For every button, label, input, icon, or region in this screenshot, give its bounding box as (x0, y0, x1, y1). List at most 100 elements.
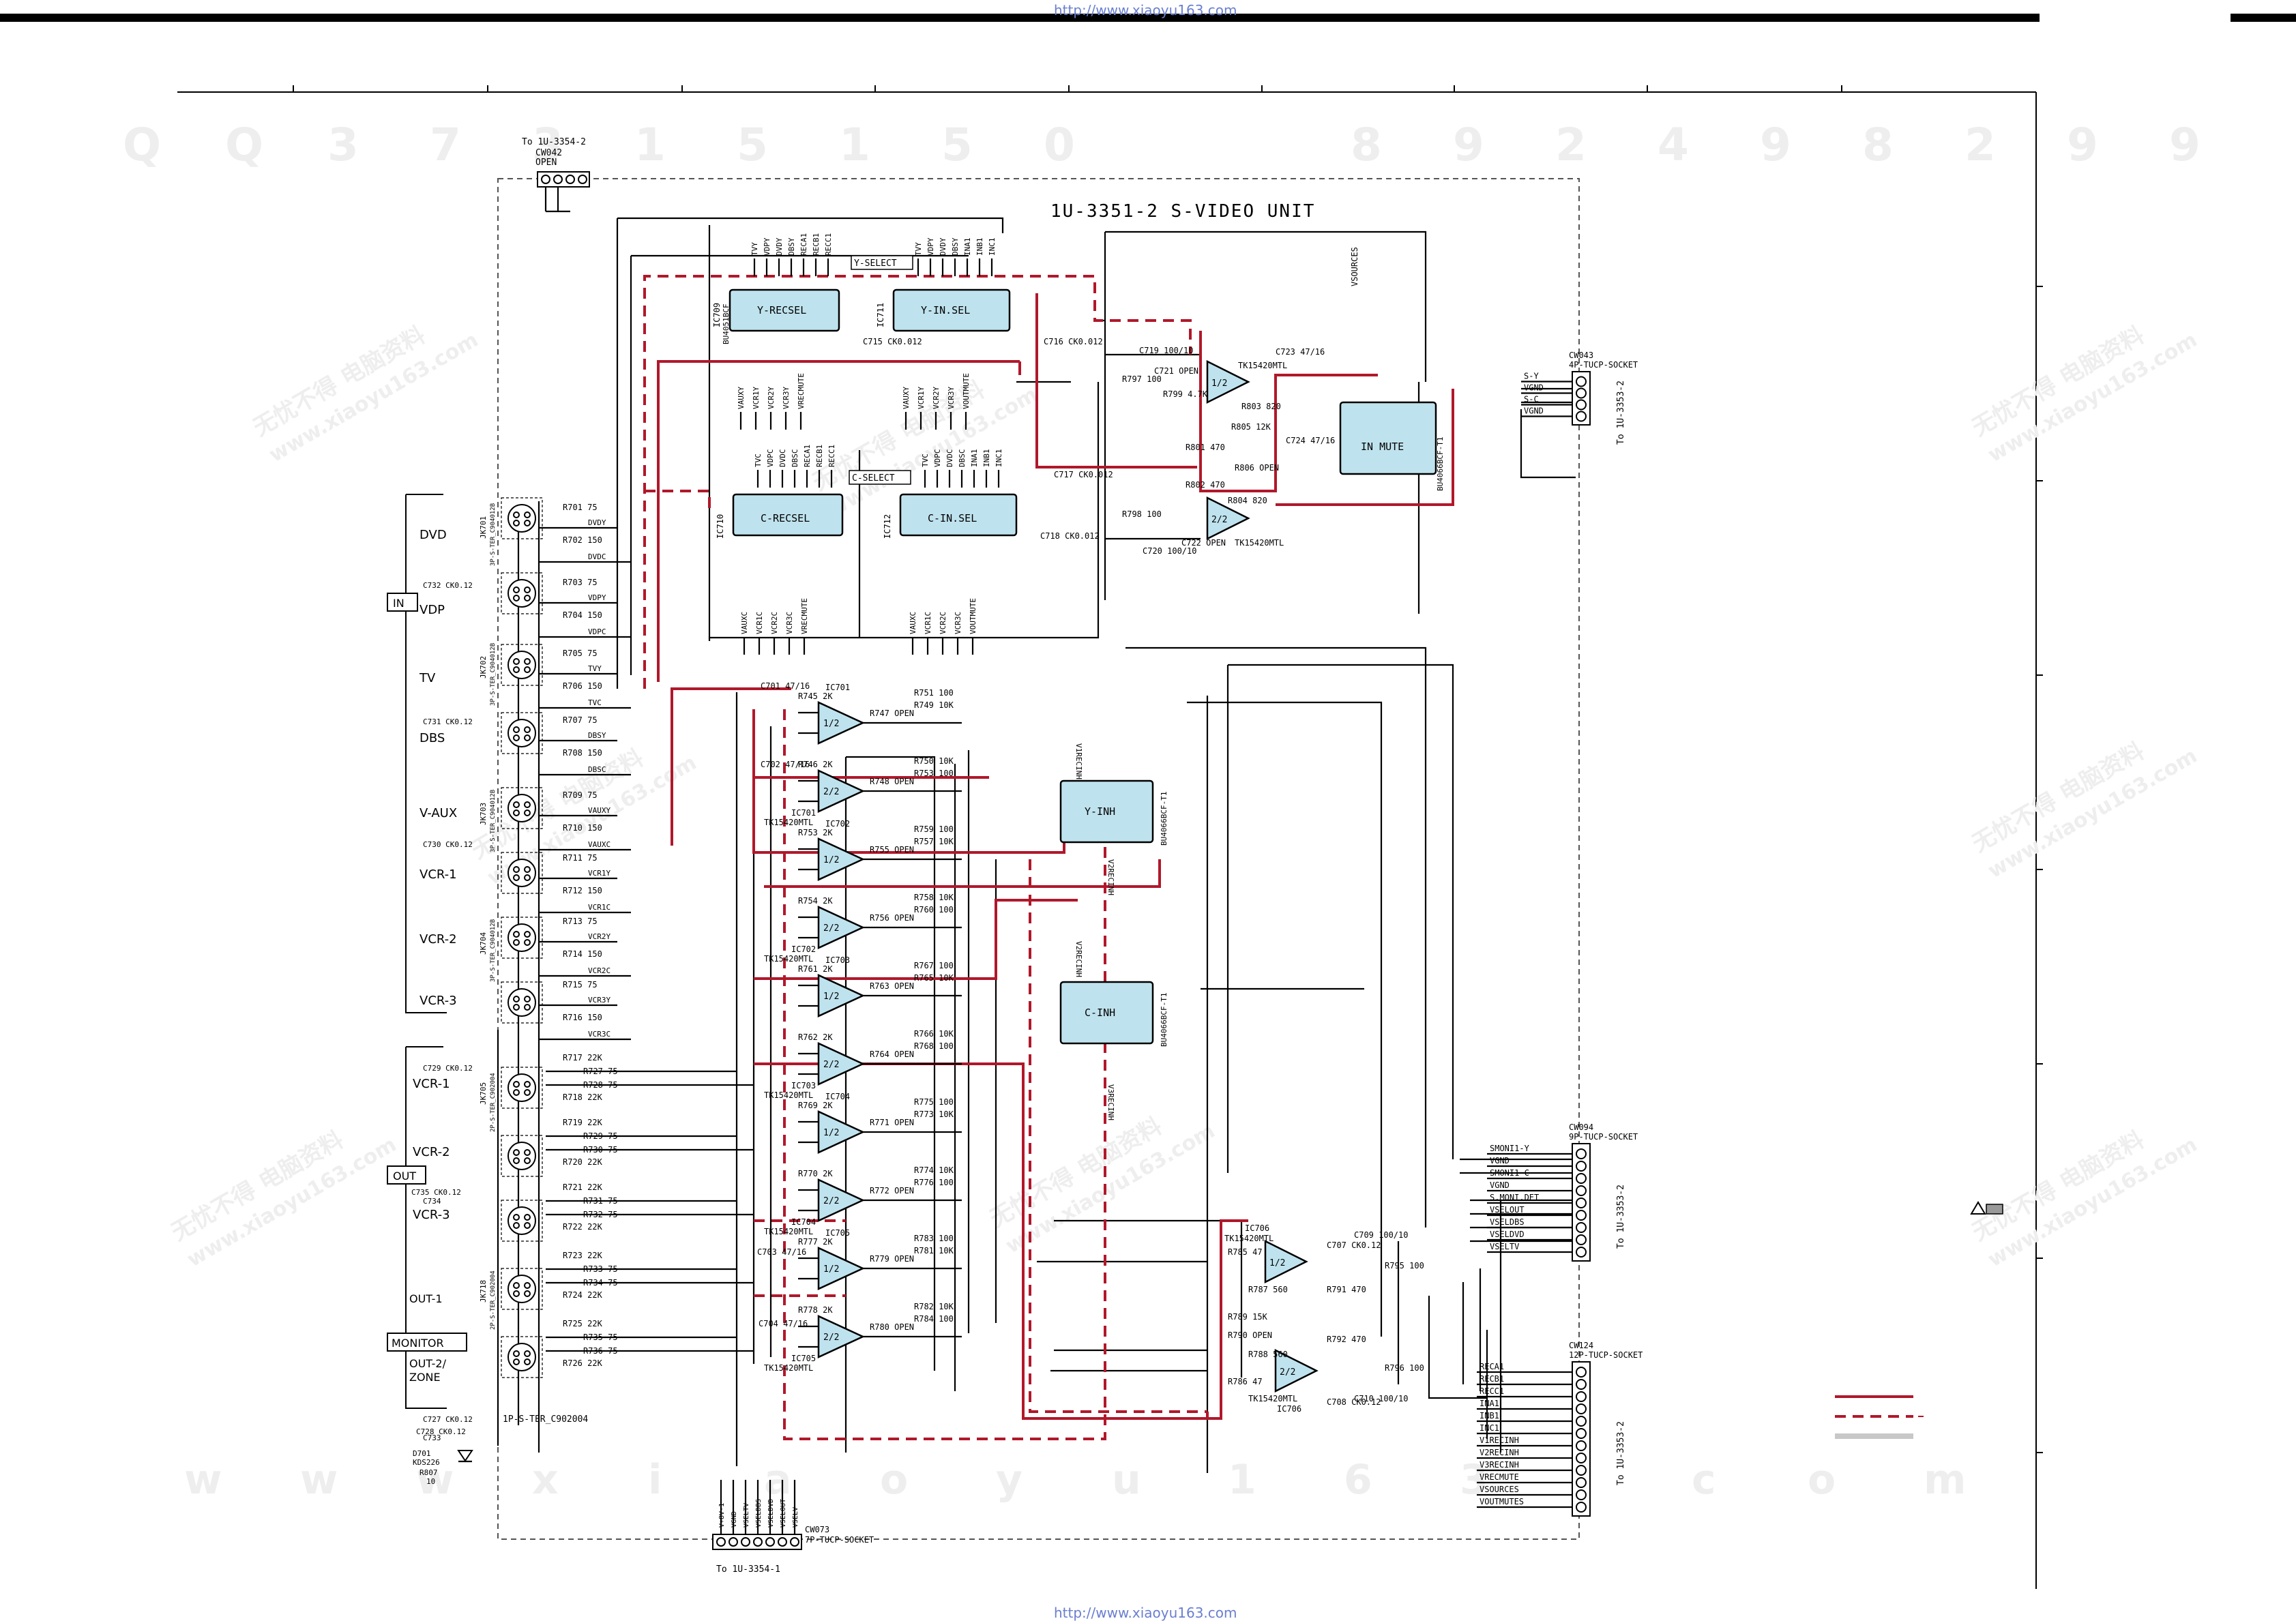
url-top[interactable]: http://www.xiaoyu163.com (1054, 2, 1237, 18)
connector-pin: RECA1 (1480, 1362, 1504, 1371)
connector-pin: RECB1 (1480, 1374, 1504, 1384)
chip-c-recsel[interactable]: C-RECSEL IC710 (716, 493, 844, 539)
connector-cw094[interactable]: CW0949P-TUCP-SOCKETSMONI1-YVGNDSMONI1-CV… (1487, 1122, 1638, 1262)
svg-text:R769 2K: R769 2K (798, 1101, 833, 1110)
connector-pin: VSELTV (743, 1503, 750, 1528)
svideo-jack[interactable] (501, 852, 543, 894)
svideo-jack[interactable] (501, 787, 543, 829)
svideo-jack[interactable] (501, 1200, 543, 1242)
chip-c-inh[interactable]: C-INH BU4066BCF-T1 (1059, 981, 1168, 1047)
svideo-jack[interactable] (501, 1336, 543, 1378)
watermark-char: 2 (1964, 119, 1996, 171)
chip-y-recsel[interactable]: Y-RECSEL IC709 BU4051BCF (712, 288, 840, 344)
svg-text:1/2: 1/2 (1211, 378, 1227, 389)
svg-text:R784 100: R784 100 (914, 1314, 954, 1324)
svideo-jack[interactable] (501, 981, 543, 1024)
pin-label: VCR3C (954, 612, 962, 634)
pin-label: VRECMUTE (797, 373, 806, 409)
svideo-jack[interactable] (501, 1067, 543, 1109)
part-label: R802 470 (1186, 480, 1225, 490)
svg-text:3P-S-TER_C904012B: 3P-S-TER_C904012B (490, 919, 497, 982)
svg-text:R786 47: R786 47 (1228, 1377, 1263, 1386)
connector-pin: S-C (1524, 395, 1539, 404)
input-0: DVD (420, 528, 447, 542)
svideo-jack[interactable] (501, 712, 543, 754)
part-label: R804 820 (1228, 496, 1267, 505)
connector-pin: INC1 (1480, 1423, 1499, 1433)
svg-text:JK704: JK704 (479, 932, 488, 955)
connector-pin: VSELOUT (780, 1499, 787, 1528)
in-label: IN (393, 597, 404, 610)
svg-text:R765 10K: R765 10K (914, 973, 954, 983)
svg-text:DVDY: DVDY (588, 518, 606, 527)
svg-text:2/2: 2/2 (823, 1333, 839, 1343)
svg-text:VCR1Y: VCR1Y (588, 869, 610, 878)
connector-cw124[interactable]: CW12412P-TUCP-SOCKETRECA1RECB1RECC1INA1I… (1477, 1341, 1643, 1517)
chip-y-inh[interactable]: Y-INH BU4066BCF-T1 (1059, 779, 1168, 846)
svideo-jack[interactable] (501, 917, 543, 959)
svg-text:To 1U-3353-2: To 1U-3353-2 (1616, 1421, 1626, 1485)
svg-text:2/2: 2/2 (823, 1196, 839, 1206)
svg-text:10: 10 (426, 1477, 435, 1486)
watermark-char: 5 (941, 119, 973, 171)
zener-d701[interactable]: D701 KDS226 R807 10 (413, 1449, 473, 1486)
svg-text:R726 22K: R726 22K (563, 1358, 603, 1368)
svg-text:OPEN: OPEN (535, 158, 557, 168)
connector-pin: VGND (1490, 1156, 1510, 1165)
part-label: R803 820 (1241, 402, 1281, 411)
svg-text:CW042: CW042 (535, 148, 562, 158)
svg-text:R753 2K: R753 2K (798, 828, 833, 837)
svideo-jack[interactable] (501, 644, 543, 686)
svg-text:V2RECINH: V2RECINH (1106, 859, 1115, 895)
pin-label: INC1 (988, 238, 997, 256)
svg-text:R782 10K: R782 10K (914, 1302, 954, 1311)
part-label: C718 CK0.012 (1040, 531, 1100, 541)
pin-label: TVY (914, 242, 923, 256)
pin-label: VRECMUTE (800, 598, 809, 634)
ic706-amplifiers[interactable]: 1/2 2/2 IC706 TK15420MTL TK15420MTL IC70… (1224, 1223, 1319, 1414)
svideo-jack[interactable] (501, 497, 543, 539)
svg-text:TK15420MTL: TK15420MTL (764, 1090, 813, 1100)
svg-text:C-RECSEL: C-RECSEL (761, 512, 810, 524)
url-bottom[interactable]: http://www.xiaoyu163.com (1054, 1605, 1237, 1621)
svg-text:JK705: JK705 (479, 1082, 488, 1105)
svg-text:R703 75: R703 75 (563, 578, 598, 587)
svideo-jack[interactable] (501, 572, 543, 614)
svg-text:TK15420MTL: TK15420MTL (1238, 361, 1287, 370)
svg-text:C729 CK0.12: C729 CK0.12 (423, 1064, 473, 1073)
chip-c-insel[interactable]: C-IN.SEL IC712 C-SELECT (849, 470, 1018, 539)
svg-text:ZONE: ZONE (409, 1371, 441, 1384)
svg-text:R709 75: R709 75 (563, 790, 598, 800)
svg-text:CW043: CW043 (1569, 351, 1593, 360)
chip-in-mute[interactable]: IN MUTE BU4066BCF-T1 (1339, 401, 1445, 491)
pin-label: DBSC (791, 449, 799, 468)
connector-cw042[interactable]: To 1U-3354-2 CW042 OPEN (522, 137, 590, 213)
svg-text:R783 100: R783 100 (914, 1234, 954, 1243)
ic713-amplifiers[interactable]: 1/2 2/2 TK15420MTL TK15420MTL (1206, 359, 1287, 548)
svg-text:R712 150: R712 150 (563, 886, 602, 895)
svideo-jack[interactable] (501, 1268, 543, 1310)
chip-y-insel[interactable]: Y-IN.SEL IC711 Y-SELECT (851, 255, 1011, 332)
svg-text:IC705: IC705 (791, 1354, 816, 1363)
svg-text:R751 100: R751 100 (914, 688, 954, 698)
pin-label: VCR3C (785, 612, 794, 634)
svideo-jack[interactable] (501, 1135, 543, 1177)
svg-text:R725 22K: R725 22K (563, 1319, 603, 1328)
svg-text:IN MUTE: IN MUTE (1361, 441, 1404, 453)
svg-text:R764 OPEN: R764 OPEN (870, 1050, 914, 1059)
pin-label: TVY (750, 242, 759, 256)
